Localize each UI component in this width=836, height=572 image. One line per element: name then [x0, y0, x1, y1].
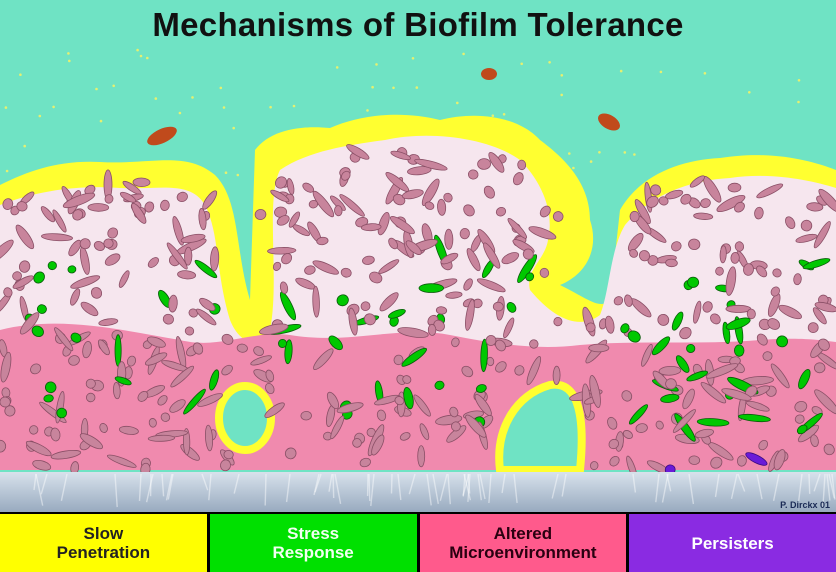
particle — [191, 96, 194, 99]
substratum-streak — [392, 474, 393, 494]
legend-persisters: Persisters — [629, 514, 836, 572]
particle — [797, 101, 800, 104]
particle — [620, 70, 623, 73]
bacterial-cell — [731, 252, 740, 264]
particle — [548, 61, 551, 64]
bacterial-cell — [493, 302, 503, 311]
bacterial-cell — [418, 446, 425, 467]
particle — [179, 112, 182, 115]
particle — [590, 160, 593, 163]
bacterial-cell — [88, 203, 109, 211]
particle — [19, 73, 22, 76]
particle — [392, 87, 395, 90]
particle — [5, 106, 8, 109]
particle — [155, 97, 158, 100]
particle — [520, 63, 523, 66]
particle — [68, 60, 71, 63]
particle — [412, 57, 415, 60]
bacterial-cell — [589, 344, 609, 352]
bacterial-cell — [728, 183, 741, 192]
substratum-streak — [333, 474, 334, 498]
particle — [225, 171, 228, 174]
page-title: Mechanisms of Biofilm Tolerance — [0, 6, 836, 44]
particle — [220, 87, 223, 90]
substratum-streak — [369, 474, 370, 501]
bacterial-cell — [715, 267, 724, 276]
particle — [67, 52, 70, 55]
stressed-cell — [115, 335, 121, 367]
particle — [140, 55, 143, 58]
particle — [561, 74, 564, 77]
particle — [503, 113, 506, 116]
substratum-streak — [809, 474, 810, 494]
particle — [624, 151, 627, 154]
particle — [704, 72, 707, 75]
bacterial-cell — [478, 158, 491, 169]
legend-slow-penetration: Slow Penetration — [0, 514, 207, 572]
stressed-cell — [686, 344, 695, 353]
particle — [492, 114, 495, 117]
substratum-streak — [265, 474, 266, 506]
particle — [416, 86, 419, 89]
legend-label: Persisters — [692, 534, 774, 553]
bacterial-cell — [445, 229, 454, 249]
particle — [112, 85, 115, 88]
particle — [660, 71, 663, 74]
bacterial-cell — [301, 411, 312, 420]
particle — [633, 153, 636, 156]
particle — [39, 115, 42, 118]
stressed-cell — [419, 284, 444, 293]
bacterial-cell — [148, 435, 175, 442]
antimicrobial-agent — [481, 68, 497, 80]
particle — [336, 66, 339, 69]
particle — [52, 106, 55, 109]
particle — [598, 151, 601, 154]
water-channel — [219, 386, 271, 450]
particle — [798, 79, 801, 82]
mechanism-legend: Slow Penetration Stress Response Altered… — [0, 514, 836, 572]
bacterial-cell — [104, 239, 114, 248]
particle — [371, 86, 374, 89]
bacterial-cell — [630, 211, 639, 222]
particle — [366, 109, 369, 112]
particle — [462, 53, 465, 56]
bacterial-cell — [801, 220, 813, 232]
legend-label: Stress Response — [273, 524, 354, 562]
particle — [146, 57, 149, 60]
particle — [748, 91, 751, 94]
particle — [95, 88, 98, 91]
substratum — [0, 472, 836, 512]
legend-stress-response: Stress Response — [210, 514, 417, 572]
bacterial-cell — [553, 366, 560, 385]
legend-altered-microenvironment: Altered Microenvironment — [420, 514, 627, 572]
particle — [136, 49, 139, 52]
particle — [568, 152, 571, 155]
particle — [232, 127, 235, 130]
bacterial-cell — [428, 324, 436, 335]
legend-label: Altered Microenvironment — [449, 524, 596, 562]
bacterial-cell — [133, 178, 150, 187]
particle — [23, 145, 26, 148]
particle — [572, 167, 575, 170]
legend-label: Slow Penetration — [57, 524, 151, 562]
particle — [456, 102, 459, 105]
bacterial-cell — [726, 305, 751, 312]
bacterial-cell — [554, 317, 562, 326]
stressed-cell — [734, 345, 744, 357]
particle — [100, 120, 103, 123]
bacterial-cell — [808, 323, 818, 333]
particle — [223, 106, 226, 109]
particle — [237, 174, 240, 177]
particle — [269, 106, 272, 109]
particle — [293, 105, 296, 108]
particle — [6, 170, 9, 173]
bacterial-cell — [689, 456, 700, 465]
stressed-cell — [688, 277, 699, 287]
bacterial-cell — [665, 259, 677, 267]
particle — [375, 63, 378, 66]
particle — [560, 94, 563, 97]
artist-credit: P. Dirckx 01 — [780, 500, 830, 510]
biofilm-scene — [0, 0, 836, 512]
